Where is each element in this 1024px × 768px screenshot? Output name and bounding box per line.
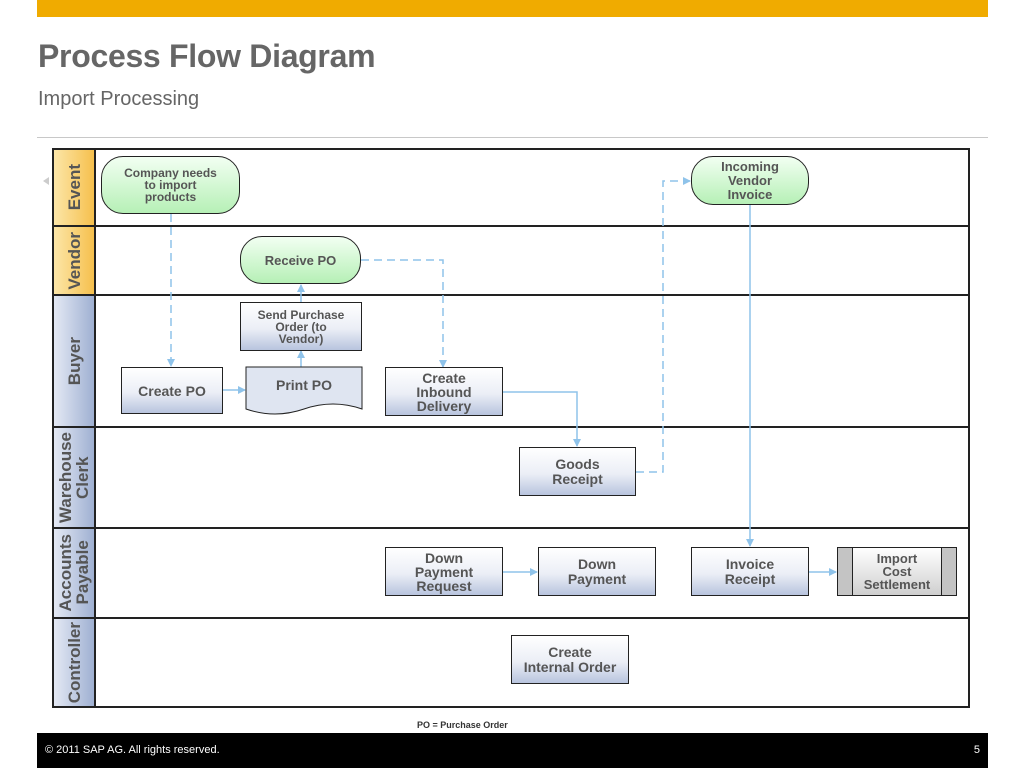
top-accent-bar (37, 0, 988, 17)
page-subtitle: Import Processing (38, 88, 200, 110)
connector-goods-receipt-to-invoice (636, 177, 691, 473)
footer-bar: © 2011 SAP AG. All rights reserved. 5 (37, 733, 988, 768)
copyright-text: © 2011 SAP AG. All rights reserved. (45, 744, 220, 756)
task-goods-receipt[interactable]: Goods Receipt (519, 447, 636, 496)
footnote: PO = Purchase Order (417, 720, 508, 730)
connector-inbound-to-goods-receipt (502, 391, 581, 447)
lane-accounts-payable: Accounts Payable (54, 529, 968, 619)
lane-label-accounts-payable: Accounts Payable (54, 529, 96, 617)
task-print-po[interactable]: Print PO (275, 377, 332, 393)
lane-vendor: Vendor (54, 227, 968, 296)
lane-event: Event (54, 150, 968, 227)
divider (37, 137, 988, 138)
task-invoice-receipt[interactable]: Invoice Receipt (691, 547, 809, 596)
lane-buyer: Buyer (54, 296, 968, 428)
page-title: Process Flow Diagram (38, 38, 376, 74)
task-create-po[interactable]: Create PO (121, 367, 223, 414)
lane-controller: Controller (54, 619, 968, 706)
connector-receive-po-to-inbound (361, 259, 447, 368)
task-send-purchase-order[interactable]: Send Purchase Order (to Vendor) (240, 302, 362, 351)
task-down-payment-request[interactable]: Down Payment Request (385, 547, 503, 596)
lane-label-controller: Controller (54, 619, 96, 706)
event-company-needs-import[interactable]: Company needs to import products (101, 156, 240, 214)
subprocess-label: Import Cost Settlement (863, 551, 931, 592)
lane-label-warehouse-clerk: Warehouse Clerk (54, 428, 96, 527)
print-po-document-shape (245, 366, 363, 415)
subprocess-right-bar (941, 548, 956, 595)
lane-label-event: Event (54, 150, 96, 225)
event-receive-po[interactable]: Receive PO (240, 236, 361, 284)
event-incoming-vendor-invoice[interactable]: Incoming Vendor Invoice (691, 156, 809, 205)
swimlane-diagram: Event Vendor Buyer Warehouse Clerk Accou… (52, 148, 970, 708)
task-down-payment[interactable]: Down Payment (538, 547, 656, 596)
task-create-internal-order[interactable]: Create Internal Order (511, 635, 629, 684)
lane-warehouse-clerk: Warehouse Clerk (54, 428, 968, 529)
subprocess-left-bar (838, 548, 853, 595)
page-number: 5 (973, 744, 980, 756)
slide-marker-icon (43, 177, 49, 185)
lane-label-vendor: Vendor (54, 227, 96, 294)
lane-label-buyer: Buyer (54, 296, 96, 426)
task-create-inbound-delivery[interactable]: Create Inbound Delivery (385, 367, 503, 416)
subprocess-import-cost-settlement[interactable]: Import Cost Settlement (837, 547, 957, 596)
